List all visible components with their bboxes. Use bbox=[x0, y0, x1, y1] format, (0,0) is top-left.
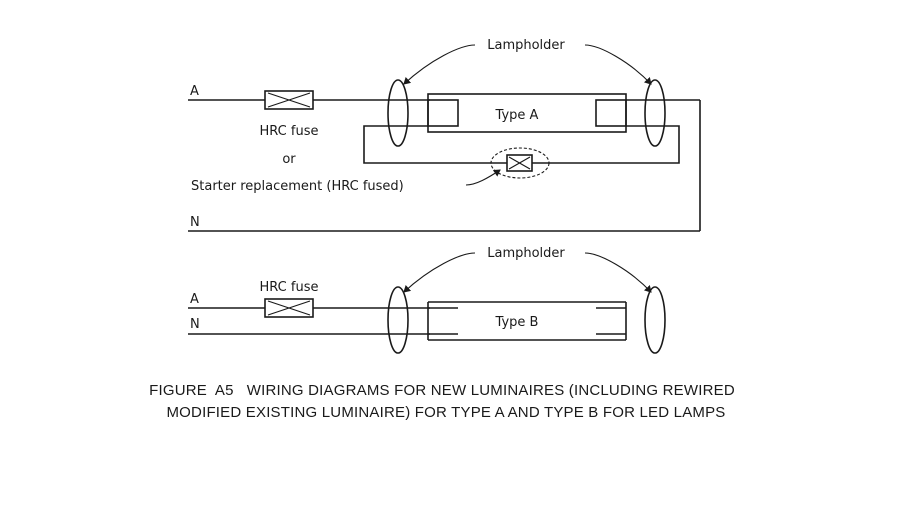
line-n-label: N bbox=[190, 215, 200, 230]
lamp-label-b: Type B bbox=[495, 315, 539, 330]
lampholder-right-a bbox=[644, 79, 666, 147]
starter-label: Starter replacement (HRC fused) bbox=[191, 179, 404, 194]
or-label: or bbox=[282, 152, 296, 167]
line-n-label-b: N bbox=[190, 317, 200, 332]
fuse-label-a: HRC fuse bbox=[260, 124, 319, 139]
hrc-fuse-b bbox=[264, 298, 314, 318]
lamp-tube-b bbox=[427, 301, 627, 341]
lamp-tube-a bbox=[427, 93, 627, 133]
lampholder-left-a bbox=[387, 79, 409, 147]
lampholder-right-b bbox=[644, 286, 666, 354]
lampholder-label-a: Lampholder bbox=[487, 38, 565, 53]
line-a-label: A bbox=[190, 84, 199, 99]
starter-replacement-outline bbox=[490, 147, 550, 179]
diagram-type-b: Lampholder HRC fuse A N Type B bbox=[188, 246, 666, 354]
fuse-label-b: HRC fuse bbox=[260, 280, 319, 295]
starter-loop bbox=[363, 125, 680, 179]
diagram-type-a: A Type A N bbox=[188, 38, 701, 232]
figure-caption-line-2: MODIFIED EXISTING LUMINAIRE) FOR TYPE A … bbox=[166, 404, 725, 421]
figure-caption-line-1: FIGURE A5 WIRING DIAGRAMS FOR NEW LUMINA… bbox=[149, 382, 735, 399]
lamp-label-a: Type A bbox=[495, 108, 539, 123]
lampholder-left-b bbox=[387, 286, 409, 354]
line-a-label-b: A bbox=[190, 292, 199, 307]
lampholder-label-b: Lampholder bbox=[487, 246, 565, 261]
hrc-fuse-a bbox=[264, 90, 314, 110]
